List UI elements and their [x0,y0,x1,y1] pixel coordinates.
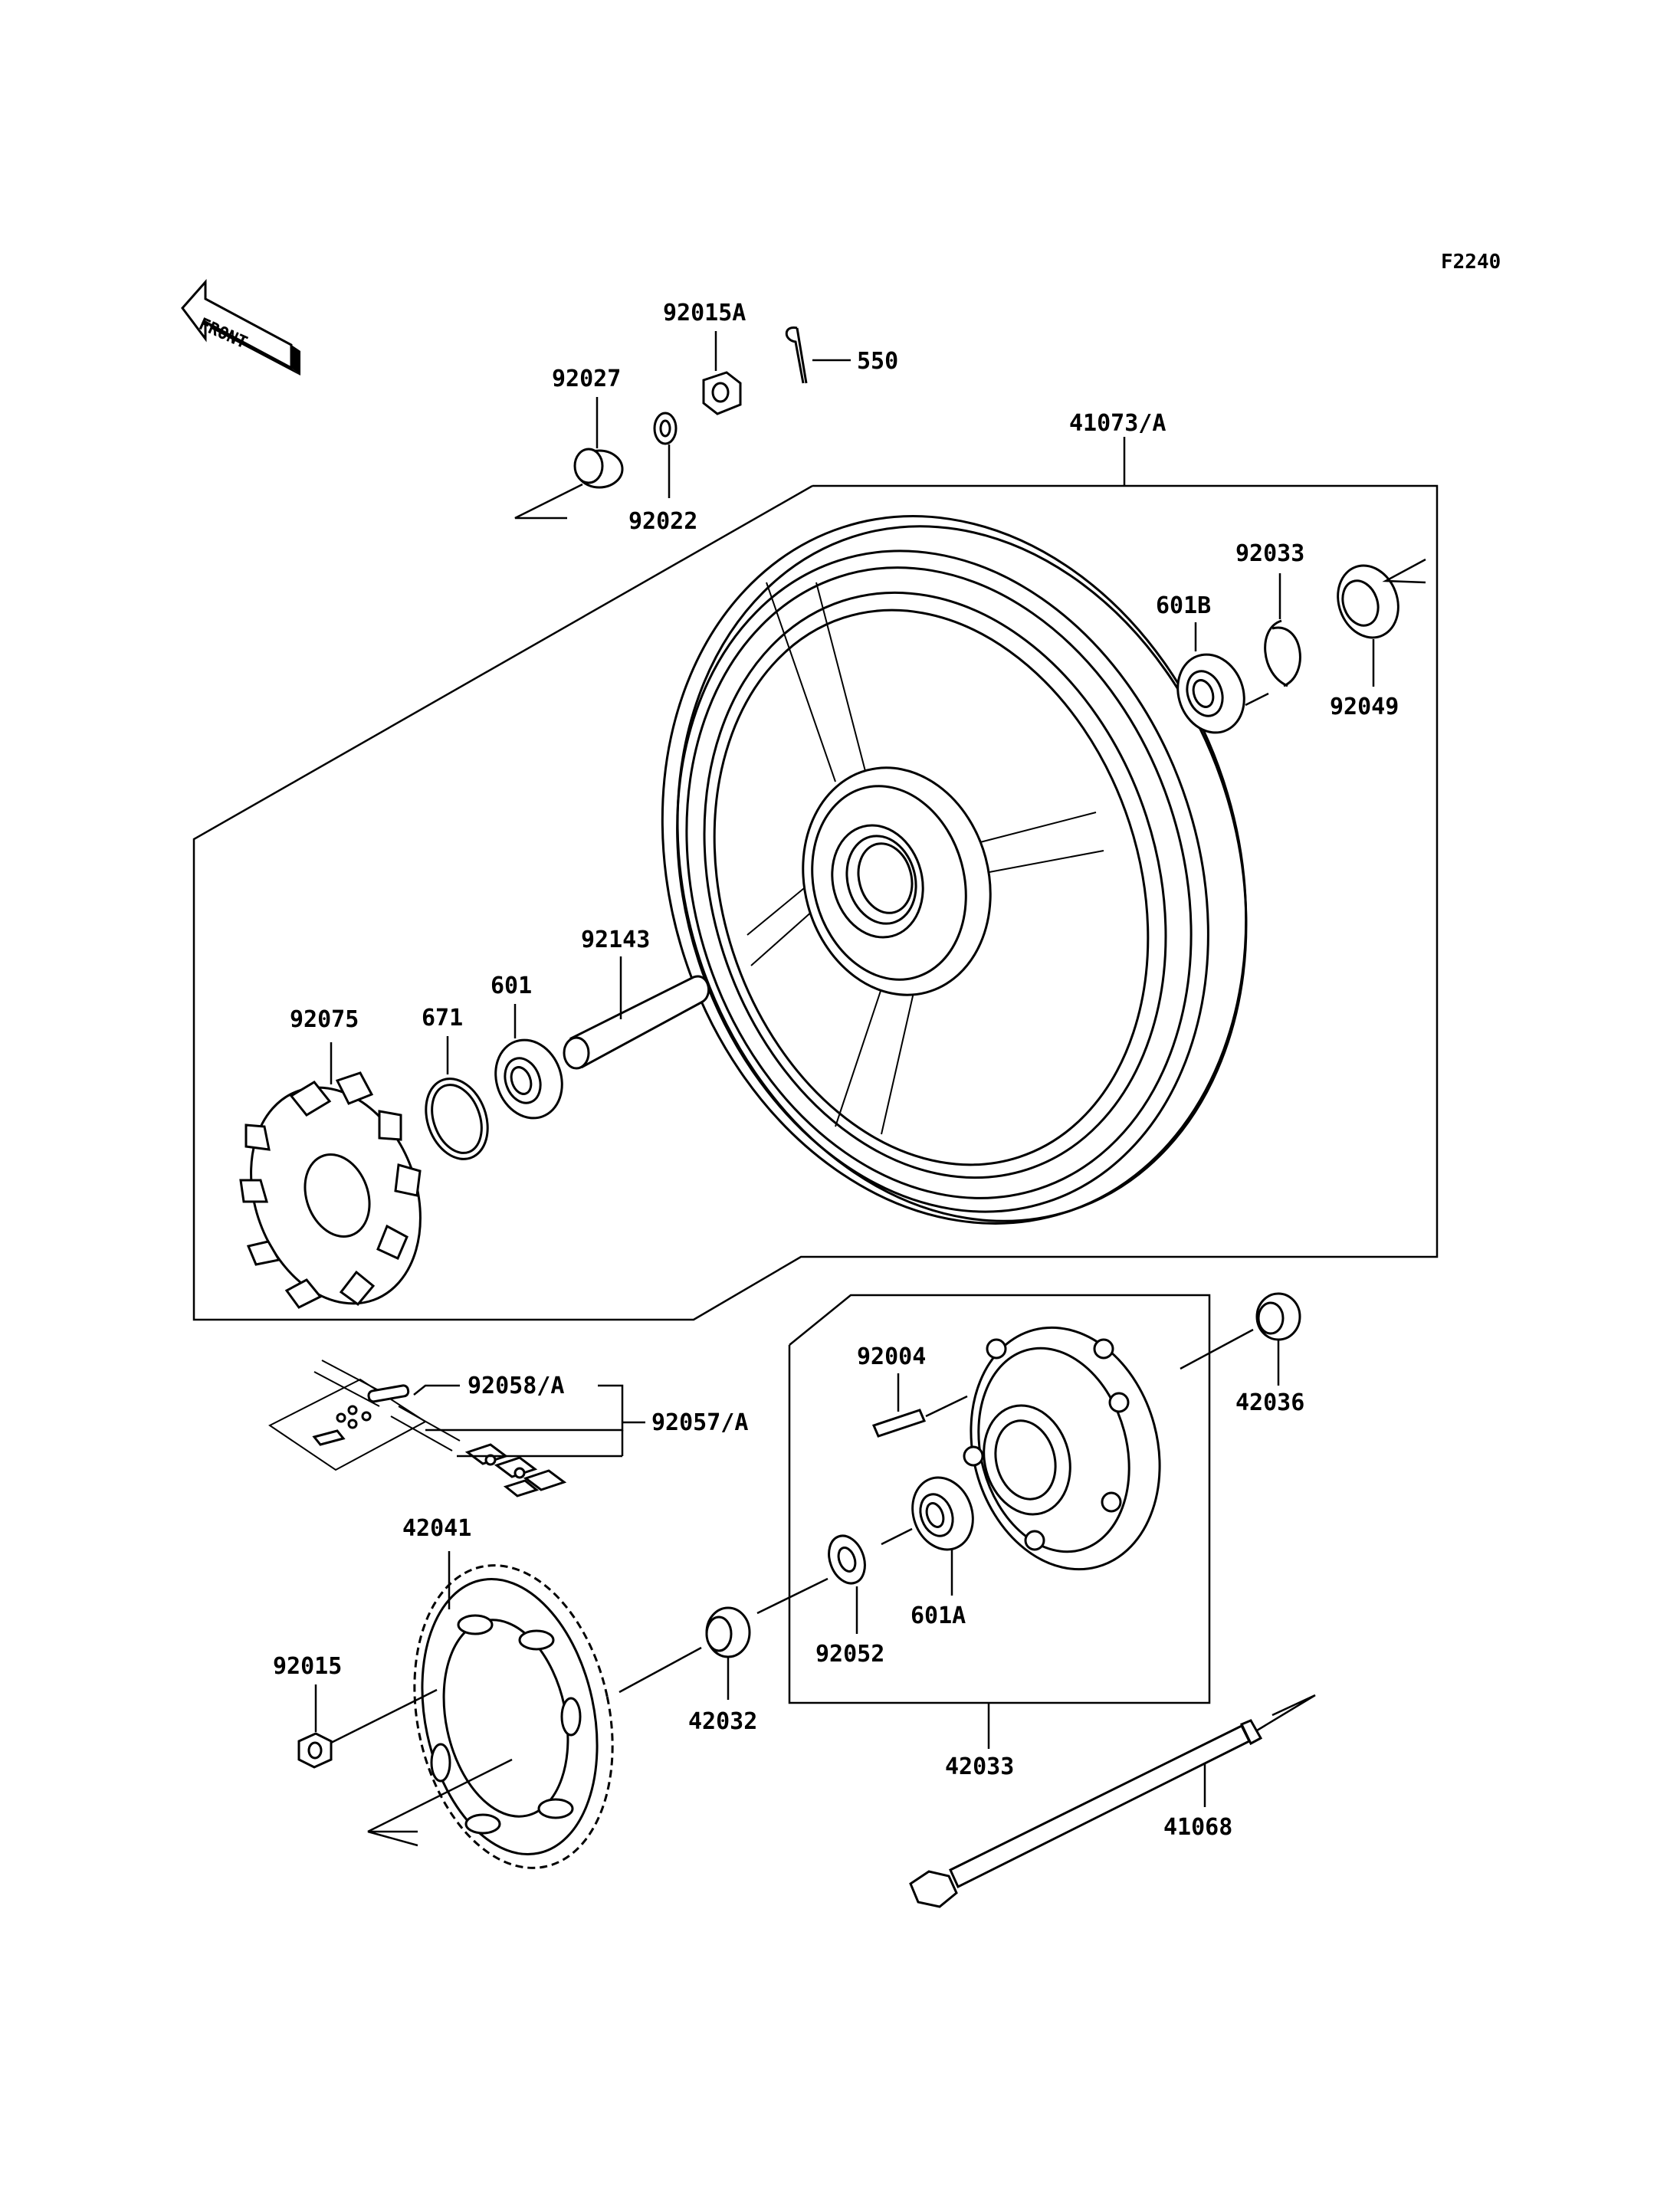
collar-92143 [563,975,710,1070]
circlip-92033 [1264,619,1301,687]
label-601A: 601A [911,1602,966,1629]
label-92004: 92004 [857,1343,926,1370]
coupling-hub [963,1326,1161,1571]
label-41068: 41068 [1163,1814,1232,1841]
label-92143: 92143 [581,927,650,953]
chain-link-kit-92058A [268,1360,427,1471]
label-42036: 42036 [1235,1389,1304,1416]
label-92027: 92027 [552,366,621,392]
label-601: 601 [491,973,532,999]
axle-41068 [909,1719,1263,1908]
label-601B: 601B [1156,592,1211,619]
hub-assembly-outline [788,1294,1211,1704]
label-92015: 92015 [273,1653,342,1680]
castle-nut-92015A [702,371,742,415]
bearing-601A [911,1476,974,1551]
oil-seal-92052 [828,1534,866,1585]
nut-92015 [297,1732,333,1769]
drive-chain-92057A [390,1406,567,1497]
label-550: 550 [857,348,898,375]
bearing-601B [1176,653,1245,734]
collar-42036 [1255,1292,1301,1341]
label-92052: 92052 [815,1641,884,1668]
o-ring-671 [425,1078,489,1160]
label-42033: 42033 [945,1753,1014,1780]
washer-92022 [653,412,678,445]
wheel-assembly-outline [192,484,1439,1321]
label-41073A: 41073/A [1069,410,1166,437]
front-arrow-icon: FRONT [181,279,300,376]
label-92075: 92075 [290,1006,359,1033]
rear-wheel [661,515,1248,1225]
sprocket-42041 [413,1564,614,1869]
label-92058A: 92058/A [468,1373,564,1399]
label-92033: 92033 [1235,540,1304,567]
stud-92004 [871,1409,927,1438]
oil-seal-92049 [1337,564,1399,639]
label-92022: 92022 [628,508,697,535]
label-42032: 42032 [688,1708,757,1735]
cotter-pin-550 [785,326,808,384]
collar-42032 [705,1606,751,1658]
damper-92075 [239,1071,422,1309]
collar-92027 [573,448,624,489]
figure-code: F2240 [1441,251,1501,274]
bearing-601 [494,1038,563,1120]
label-92015A: 92015A [663,300,746,326]
label-92057A: 92057/A [651,1409,748,1436]
label-92049: 92049 [1330,694,1399,720]
label-671: 671 [422,1005,463,1032]
label-42041: 42041 [402,1515,471,1542]
